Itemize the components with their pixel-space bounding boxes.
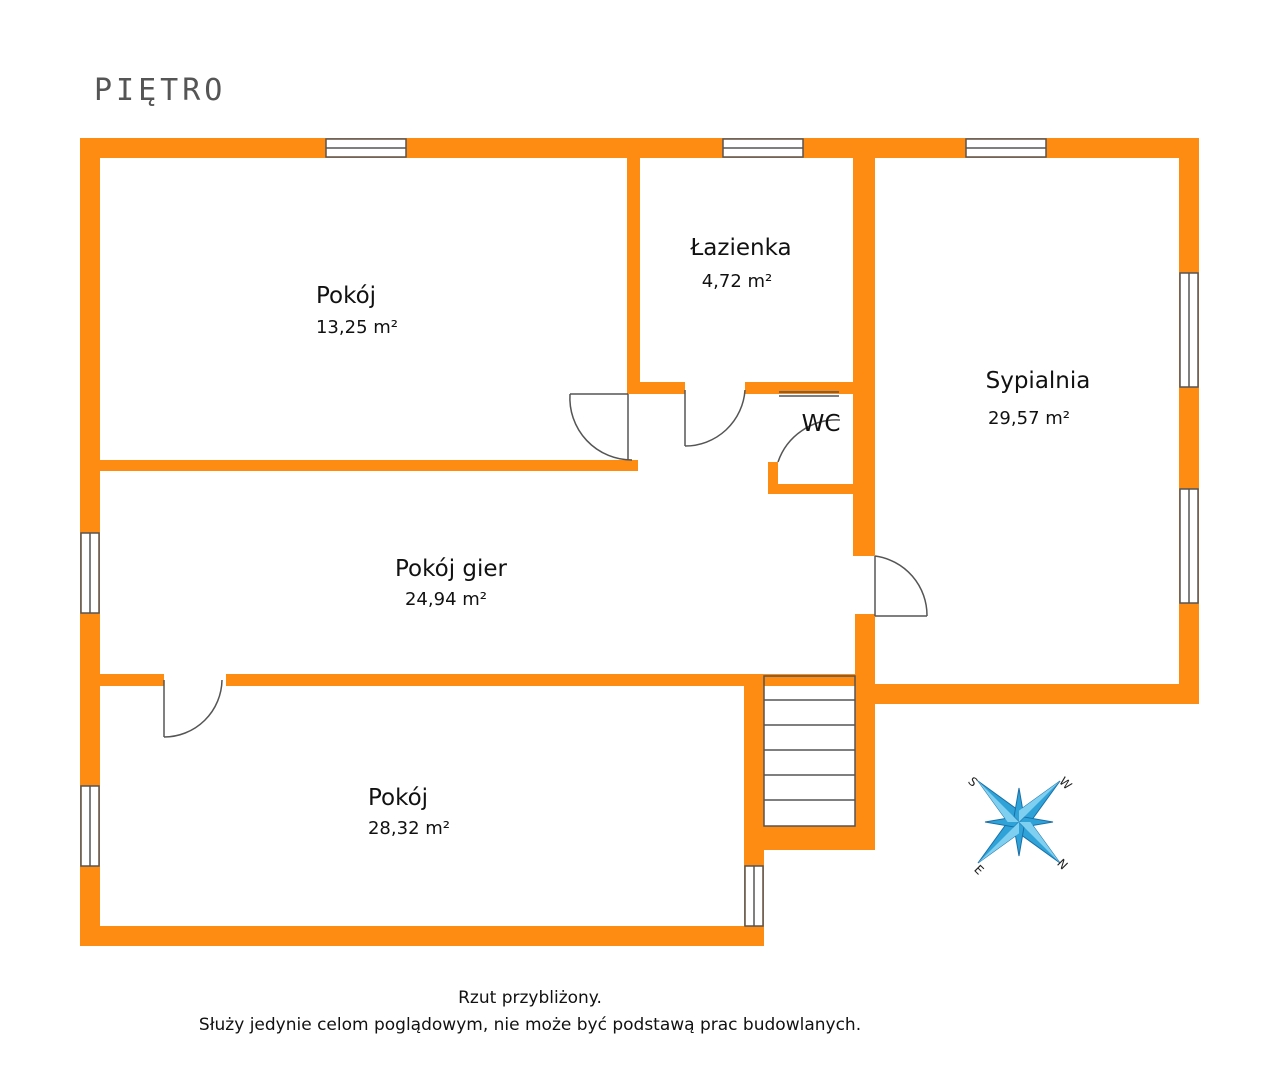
wall-lazienka-bottom-right — [745, 382, 855, 394]
wall-pokoj1-lazienka — [627, 158, 640, 394]
walls — [80, 138, 1199, 946]
room-name-pokoj-gier: Pokój gier — [395, 556, 508, 582]
floor-title: PIĘTRO — [94, 73, 226, 108]
wall-stairs-right — [855, 614, 875, 850]
compass-rose-icon — [977, 780, 1061, 864]
room-area-pokoj-1: 13,25 m² — [316, 317, 398, 338]
room-area-sypialnia: 29,57 m² — [988, 408, 1070, 429]
window-right-1 — [1179, 272, 1199, 388]
wall-pokojgier-bottom-left — [100, 674, 164, 686]
compass-letter-e: E — [971, 862, 986, 877]
windows — [80, 138, 1199, 927]
room-name-wc: WC — [802, 411, 841, 437]
wall-wc-left — [768, 462, 778, 494]
compass-letter-s: S — [965, 774, 980, 789]
room-area-pokoj-2: 28,32 m² — [368, 818, 450, 839]
wall-outer-right — [1179, 138, 1199, 704]
wall-pokojgier-bottom-right — [226, 674, 855, 686]
door-pokoj2 — [163, 679, 223, 738]
compass-letter-w: W — [1056, 774, 1074, 792]
door-pokoj1 — [569, 393, 633, 461]
wall-stairs-bottom — [744, 826, 875, 850]
disclaimer-line-1: Rzut przybliżony. — [458, 988, 602, 1008]
room-name-pokoj-2: Pokój — [368, 785, 428, 811]
door-lazienka — [684, 389, 746, 447]
wall-sypialnia-bottom — [855, 684, 1199, 704]
room-area-lazienka: 4,72 m² — [702, 271, 773, 292]
window-left-1 — [80, 532, 100, 614]
window-top-3 — [965, 138, 1047, 158]
wall-outer-bottom — [80, 926, 764, 946]
room-name-sypialnia: Sypialnia — [986, 368, 1091, 394]
wall-lazienka-sypialnia — [853, 158, 875, 556]
doors — [163, 389, 928, 738]
room-area-pokoj-gier: 24,94 m² — [405, 589, 487, 610]
disclaimer-line-2: Służy jedynie celom poglądowym, nie może… — [198, 1015, 862, 1035]
door-sypialnia — [874, 555, 928, 617]
wall-pokoj1-bottom — [100, 460, 638, 471]
door-wc — [777, 391, 841, 463]
wall-lazienka-bottom-left — [627, 382, 685, 394]
room-labels: Pokój 13,25 m² Łazienka 4,72 m² Sypialni… — [316, 235, 1090, 839]
wall-wc-bottom — [768, 484, 858, 494]
stairs — [763, 675, 856, 827]
window-left-2 — [80, 785, 100, 867]
window-top-2 — [722, 138, 804, 158]
window-top-1 — [325, 138, 407, 158]
room-name-lazienka: Łazienka — [689, 235, 791, 261]
room-name-pokoj-1: Pokój — [316, 283, 376, 309]
window-pokoj2-right — [744, 865, 764, 927]
window-right-2 — [1179, 488, 1199, 604]
